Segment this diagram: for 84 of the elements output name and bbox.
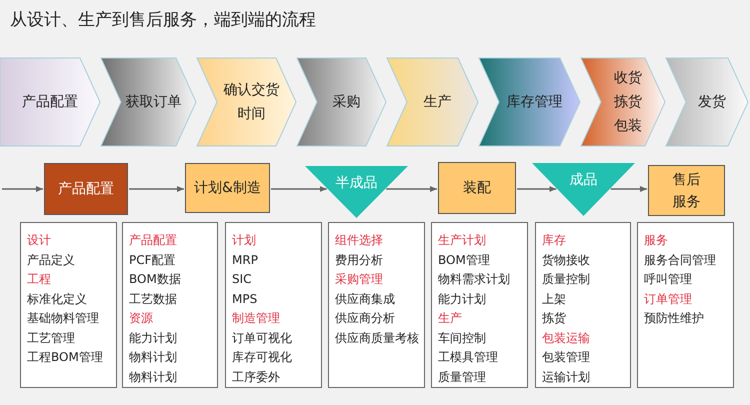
triangle-node [532, 163, 635, 216]
list-item: 基础物料管理 [27, 310, 100, 327]
list-item: 产品定义 [27, 252, 76, 268]
section-heading: 包装运输 [542, 330, 591, 346]
list-item: MRP [232, 252, 259, 268]
list-item: 拣货 [542, 310, 567, 327]
list-item: 运输计划 [542, 368, 591, 386]
section-heading: 计划 [232, 232, 257, 249]
step-label: 产品配置 [21, 93, 79, 112]
triangle-node [305, 166, 408, 218]
list-item: 预防性维护 [644, 310, 705, 327]
title: 从设计、生产到售后服务，端到端的流程 [10, 9, 316, 31]
list-item: 上架 [542, 290, 567, 308]
section-heading: 制造管理 [232, 310, 281, 327]
detail-panel [122, 222, 218, 388]
process-box [438, 162, 516, 214]
section-heading: 产品配置 [129, 232, 178, 249]
list-item: 工程BOM管理 [27, 349, 104, 366]
node-label: 售后服务 [672, 170, 702, 212]
detail-panel [328, 222, 425, 388]
section-heading: 采购管理 [335, 271, 384, 288]
step-label: 生产 [422, 93, 452, 112]
list-item: 物料需求计划 [438, 271, 511, 288]
detail-panel [535, 222, 631, 388]
list-item: 能力计划 [129, 330, 178, 346]
list-item: 包装管理 [542, 349, 591, 366]
section-heading: 资源 [129, 310, 154, 327]
section-heading: 服务 [644, 232, 669, 249]
list-item: BOM管理 [438, 252, 491, 268]
step-label: 采购 [332, 93, 362, 112]
arrow [386, 186, 437, 192]
list-item: 供应商分析 [335, 310, 396, 327]
arrow [610, 186, 647, 192]
list-item: 物料计划 [129, 368, 178, 386]
arrow [2, 186, 43, 192]
node-label: 半成品 [336, 174, 378, 193]
section-heading: 库存 [542, 232, 567, 249]
list-item: 质量控制 [542, 271, 591, 288]
step-label: 发货 [697, 93, 727, 112]
list-item: MPS [232, 290, 258, 308]
process-box [185, 163, 270, 213]
section-heading: 生产计划 [438, 232, 487, 249]
arrow [129, 186, 184, 192]
arrow [517, 186, 556, 192]
list-item: 物料计划 [129, 349, 178, 366]
node-label: 计划&制造 [194, 179, 261, 198]
detail-panel [431, 222, 528, 388]
step-label: 收货拣货包装 [613, 69, 643, 136]
node-label: 成品 [570, 171, 598, 190]
list-item: 库存可视化 [232, 349, 293, 366]
list-item: BOM数据 [129, 271, 182, 288]
process-box [648, 165, 725, 216]
list-item: 工模具管理 [438, 349, 499, 366]
list-item: PCF配置 [129, 252, 177, 268]
node-label: 产品配置 [58, 180, 114, 199]
list-item: 标准化定义 [27, 290, 88, 308]
section-heading: 设计 [27, 232, 52, 249]
detail-panel [20, 222, 117, 388]
process-box [44, 163, 128, 215]
list-item: SIC [232, 271, 253, 288]
list-item: 供应商质量考核 [335, 330, 420, 346]
list-item: 车间控制 [438, 330, 487, 346]
step-label: 确认交货时间 [222, 81, 280, 124]
list-item: 订单可视化 [232, 330, 293, 346]
section-heading: 生产 [438, 310, 463, 327]
section-heading: 订单管理 [644, 290, 693, 308]
arrow [271, 186, 327, 192]
detail-panel [225, 222, 322, 388]
list-item: 质量管理 [438, 368, 487, 386]
list-item: 供应商集成 [335, 290, 396, 308]
list-item: 工序委外 [232, 368, 281, 386]
list-item: 工艺数据 [129, 290, 178, 308]
list-item: 工艺管理 [27, 330, 76, 346]
list-item: 能力计划 [438, 290, 487, 308]
step-label: 获取订单 [124, 93, 182, 112]
step-label: 库存管理 [506, 93, 564, 112]
section-heading: 组件选择 [335, 232, 384, 249]
list-item: 费用分析 [335, 252, 384, 268]
list-item: 呼叫管理 [644, 271, 693, 288]
list-item: 服务合同管理 [644, 252, 717, 268]
detail-panel [637, 222, 734, 388]
section-heading: 工程 [27, 271, 52, 288]
list-item: 货物接收 [542, 252, 591, 268]
node-label: 装配 [463, 179, 491, 198]
